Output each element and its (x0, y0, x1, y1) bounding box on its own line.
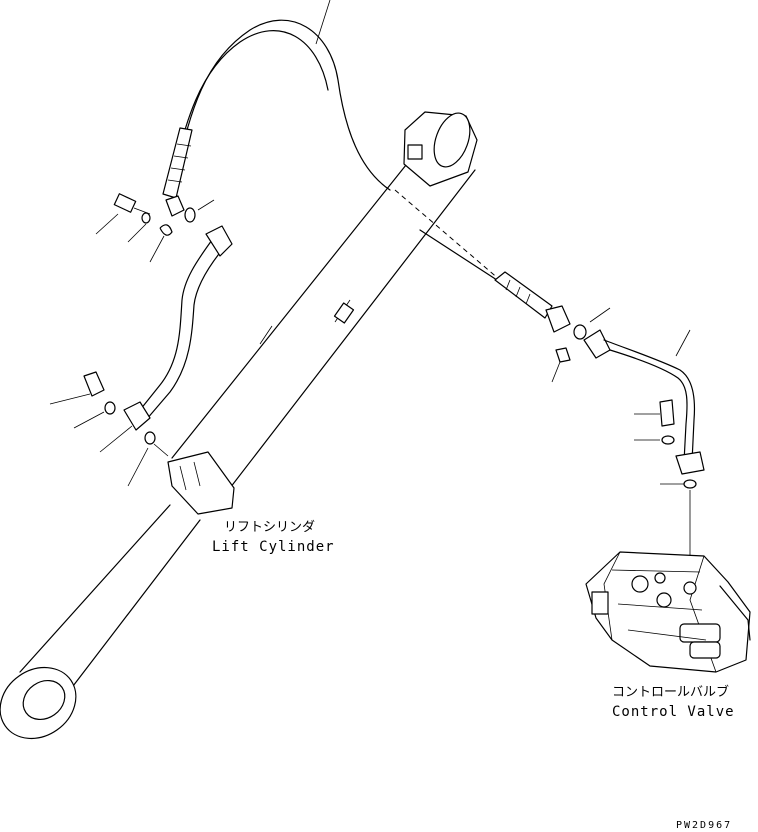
lift-cylinder-label-jp: リフトシリンダ (224, 520, 315, 535)
right-hose-assembly (394, 189, 705, 560)
control-valve-label-jp: コントロールバルブ (612, 684, 729, 700)
left-hose-assembly (83, 19, 391, 457)
lift-cylinder (0, 111, 478, 740)
control-valve (585, 551, 751, 673)
lift-cylinder-label-en: Lift Cylinder (212, 539, 335, 555)
control-valve-label-en: Control Valve (612, 704, 735, 720)
drawing-code: PW2D967 (676, 820, 732, 831)
leader-lines (49, 0, 691, 487)
